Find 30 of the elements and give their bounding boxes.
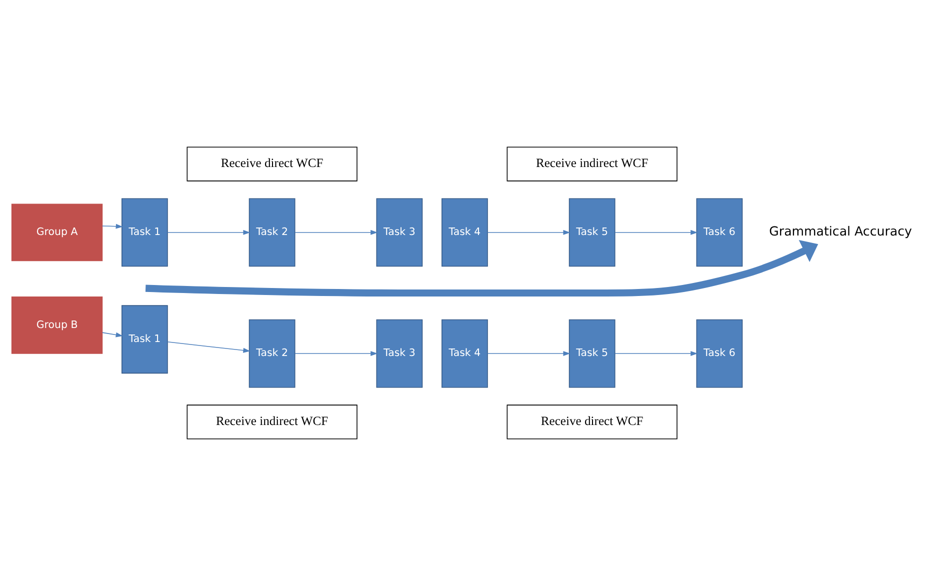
node-box: Receive indirect WCF (186, 404, 358, 439)
arrow (487, 229, 570, 234)
node-box: Receive direct WCF (186, 146, 358, 181)
node-box: Receive indirect WCF (506, 146, 678, 181)
node-box: Task 2 (248, 198, 296, 266)
arrow (167, 341, 250, 352)
node-box: Task 3 (376, 198, 423, 266)
arrow (487, 350, 570, 356)
node-box: Task 3 (376, 318, 423, 388)
node-box: Task 4 (442, 318, 488, 388)
arrow (614, 350, 698, 356)
arrow (167, 229, 250, 234)
node-box: Group A (11, 203, 103, 261)
node-box: Task 1 (122, 198, 168, 266)
node-box: Task 6 (696, 198, 743, 266)
node-box: Group B (11, 296, 103, 354)
arrow (294, 229, 378, 234)
node-box: Task 5 (568, 318, 616, 388)
arrow (145, 239, 818, 296)
node-text: Grammatical Accuracy (769, 222, 912, 238)
node-box: Receive direct WCF (506, 404, 678, 439)
node-box: Task 5 (568, 198, 616, 266)
node-box: Task 1 (122, 304, 168, 374)
arrow (614, 229, 698, 234)
arrow (102, 223, 123, 228)
node-box: Task 2 (248, 318, 296, 388)
arrow (294, 350, 378, 356)
arrow (102, 332, 123, 337)
node-box: Task 4 (442, 198, 488, 266)
node-box: Task 6 (696, 318, 743, 388)
